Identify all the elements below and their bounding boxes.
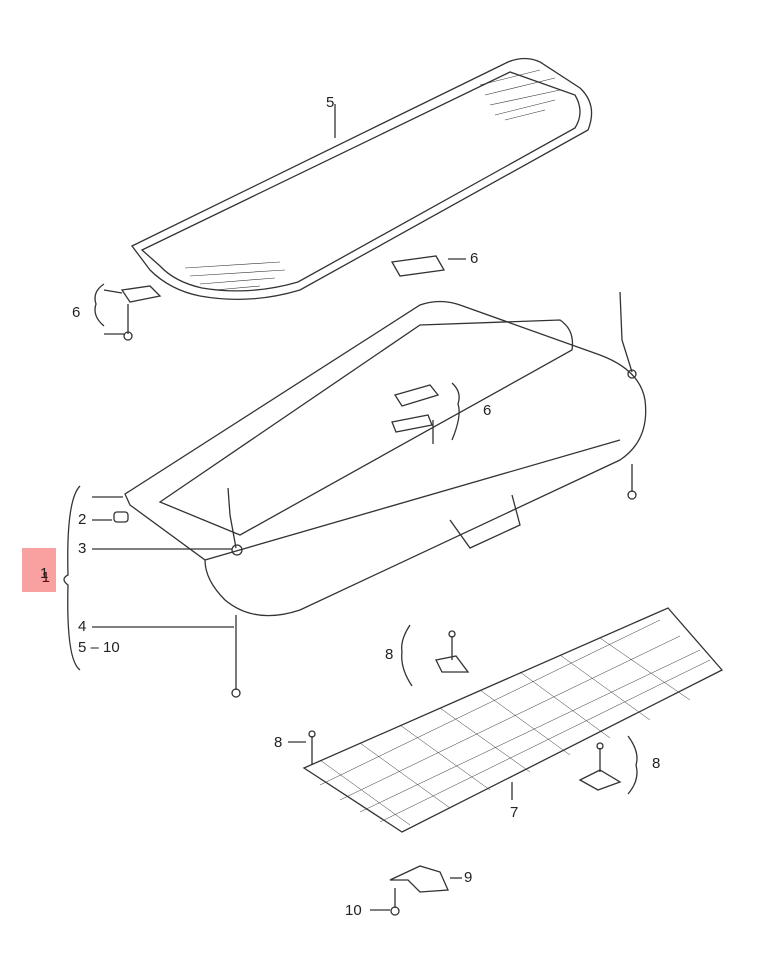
callout-8-left[interactable]: 8: [274, 734, 283, 751]
callout-6-left[interactable]: 6: [72, 304, 81, 321]
callout-8-right[interactable]: 8: [652, 755, 661, 772]
callout-9[interactable]: 9: [464, 869, 473, 886]
part-1-shelf: [124, 300, 647, 617]
callout-8-top[interactable]: 8: [385, 646, 394, 663]
callout-6-clip[interactable]: 6: [470, 250, 479, 267]
part-5-cover: [131, 57, 593, 301]
callout-5-10[interactable]: 5 – 10: [78, 639, 120, 656]
part-7-net: [302, 607, 724, 833]
callout-1[interactable]: 1: [40, 565, 49, 582]
callout-7[interactable]: 7: [510, 804, 519, 821]
callout-3[interactable]: 3: [78, 540, 87, 557]
callout-10[interactable]: 10: [345, 902, 362, 919]
callout-5[interactable]: 5: [326, 94, 335, 111]
callout-4[interactable]: 4: [78, 618, 87, 635]
callout-6-middle[interactable]: 6: [483, 402, 492, 419]
callout-2[interactable]: 2: [78, 511, 87, 528]
highlighted-callout-1[interactable]: 1: [22, 548, 56, 592]
